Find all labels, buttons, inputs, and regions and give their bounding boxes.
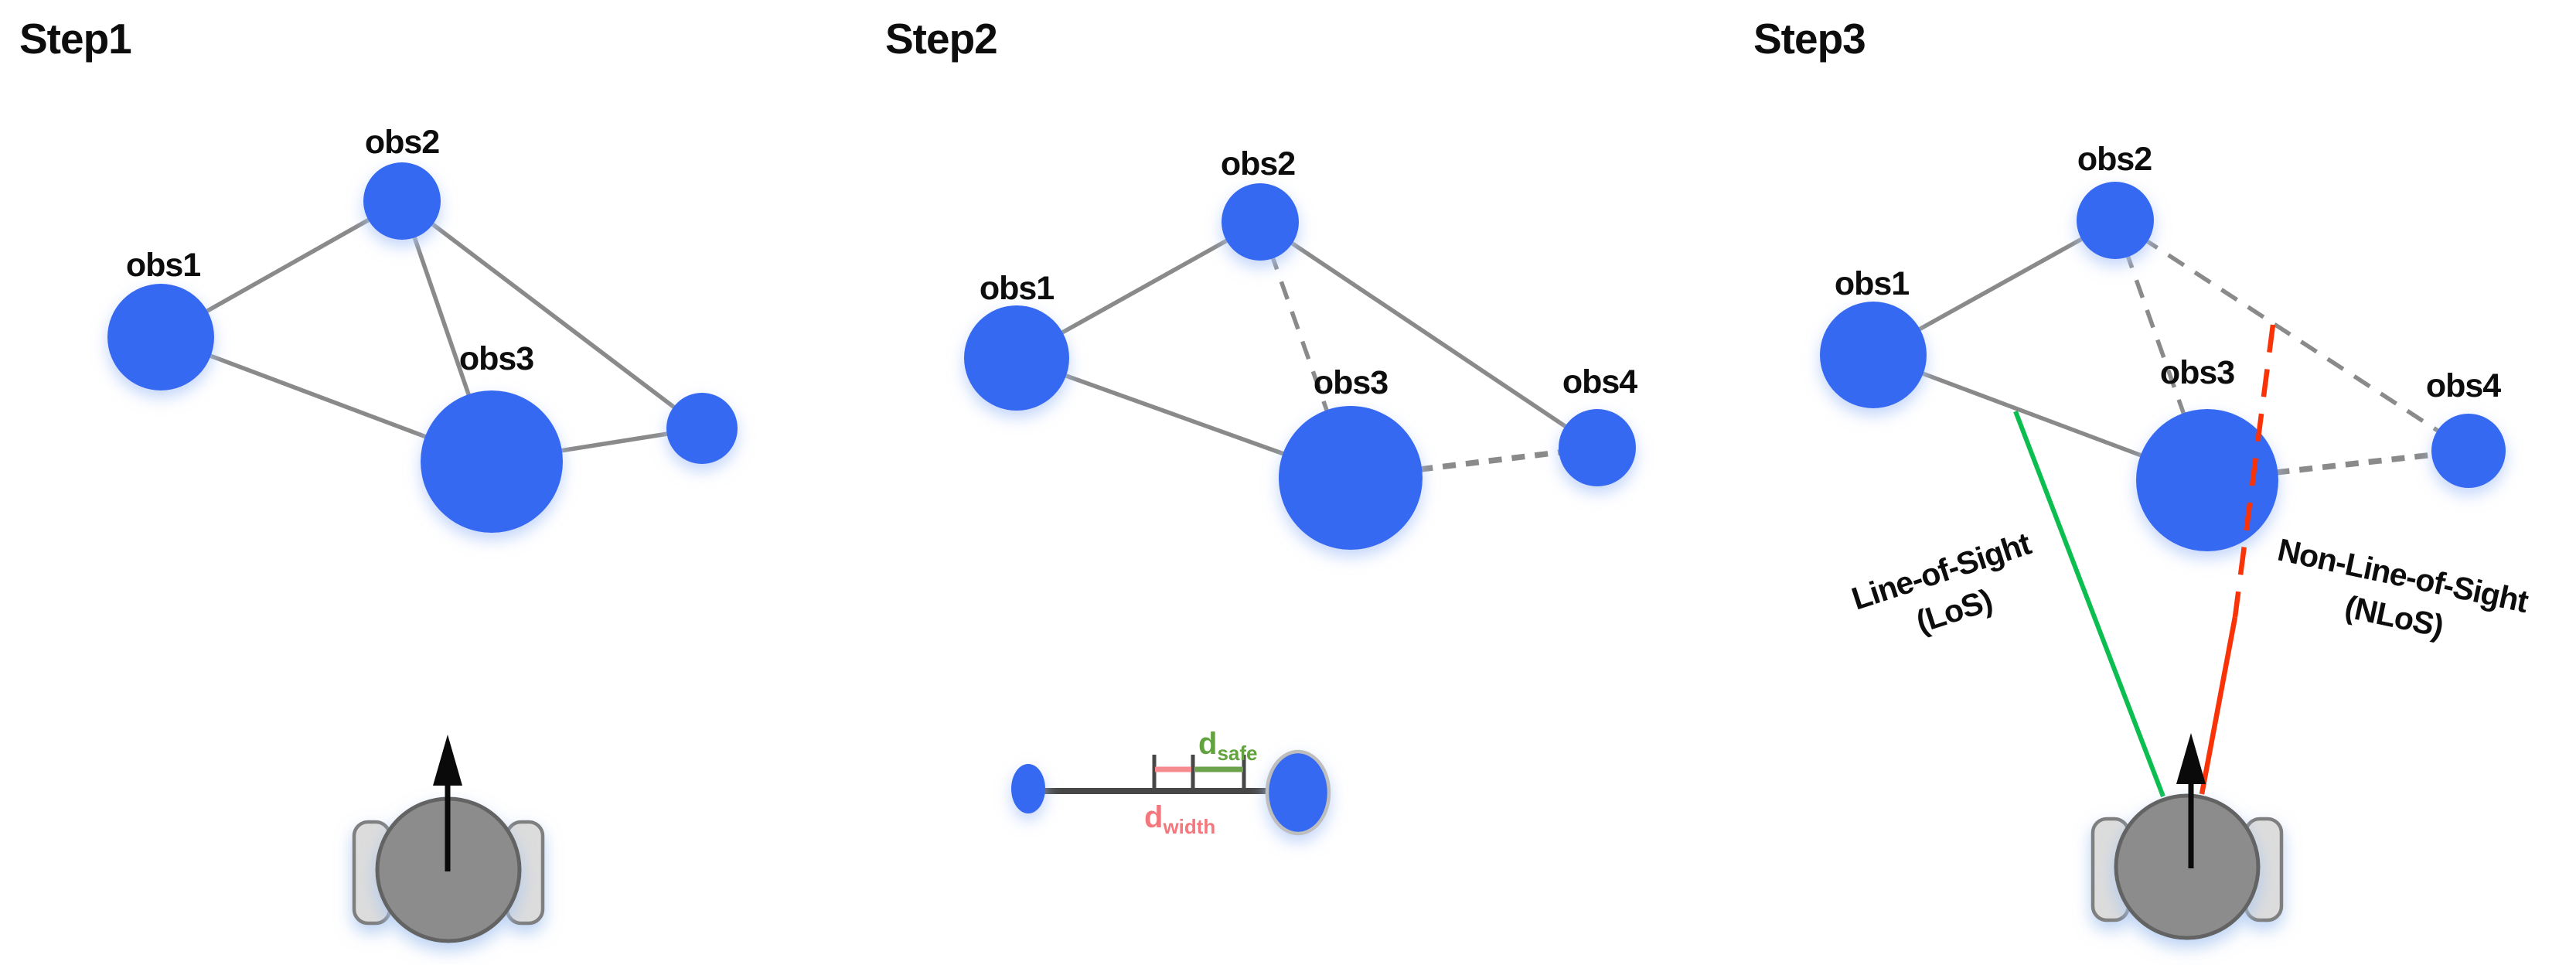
- nlos-label-group: Non-Line-of-Sight(NLoS): [2274, 532, 2532, 644]
- step3-robot-heading-arrow-head: [2176, 733, 2206, 784]
- d-safe-main-text: d: [1198, 727, 1217, 761]
- step1-obstacle-node-obs1: [107, 284, 214, 390]
- step2-edge-obs2-obs4: [1259, 220, 1599, 450]
- step2-obstacle-node-obs3: [1279, 406, 1423, 550]
- d-safe-sub-text: safe: [1217, 742, 1257, 765]
- nlos-line-solid: [2199, 616, 2238, 795]
- step3-robot-body: [2114, 793, 2261, 940]
- los-line: [2013, 410, 2165, 798]
- step1-obstacle-label-obs3: obs3: [459, 340, 533, 377]
- step3-obstacle-node-obs4: [2431, 414, 2506, 488]
- panel-title-step1: Step1: [19, 15, 132, 63]
- d-safe-label: dsafe: [1198, 727, 1257, 765]
- step2-obstacle-node-obs1: [964, 305, 1069, 411]
- d-width-sub-text: width: [1162, 815, 1215, 838]
- step1-obstacle-node-obs3: [421, 390, 563, 533]
- step3-obstacle-label-obs3: obs3: [2160, 354, 2234, 391]
- step3-edge-obs3-obs4: [2206, 448, 2469, 483]
- d-width-label: dwidth: [1144, 800, 1215, 838]
- step3-obstacle-node-obs1: [1820, 302, 1927, 408]
- step3-obstacle-node-obs2: [2077, 182, 2154, 259]
- step2-obstacle-node-obs4: [1559, 409, 1636, 486]
- step1-edge-obs2-obs4: [400, 199, 704, 431]
- step1-obstacle-node-obs2: [363, 162, 441, 240]
- step1-robot-heading-arrow-head: [433, 735, 462, 786]
- step2-obstacle-label-obs4: obs4: [1562, 363, 1637, 401]
- step3-obstacle-label-obs4: obs4: [2426, 367, 2501, 404]
- step3-obstacle-label-obs2: obs2: [2077, 141, 2152, 178]
- step3-obstacle-label-obs1: obs1: [1835, 265, 1909, 302]
- step3-edge-obs2-obs4: [2114, 218, 2470, 453]
- step1-obstacle-node-obs4: [666, 393, 738, 464]
- step1-obstacle-label-obs2: obs2: [365, 124, 439, 161]
- distance-left-node: [1011, 764, 1045, 813]
- step2-obstacle-node-obs2: [1222, 183, 1299, 261]
- step1-obstacle-label-obs1: obs1: [126, 247, 200, 284]
- step2-obstacle-label-obs2: obs2: [1221, 145, 1295, 182]
- nlos-line-dashed: [2232, 324, 2276, 618]
- d-width-main-text: d: [1144, 800, 1163, 834]
- step2-obstacle-label-obs1: obs1: [980, 270, 1054, 307]
- los-label-group: Line-of-Sight(LoS): [1848, 525, 2036, 639]
- step2-edge-obs3-obs4: [1350, 445, 1598, 481]
- distance-right-node: [1265, 749, 1331, 836]
- panel-title-step2: Step2: [885, 15, 998, 63]
- step3-obstacle-node-obs3: [2136, 409, 2278, 551]
- step2-obstacle-label-obs3: obs3: [1314, 364, 1388, 401]
- panel-title-step3: Step3: [1753, 15, 1866, 63]
